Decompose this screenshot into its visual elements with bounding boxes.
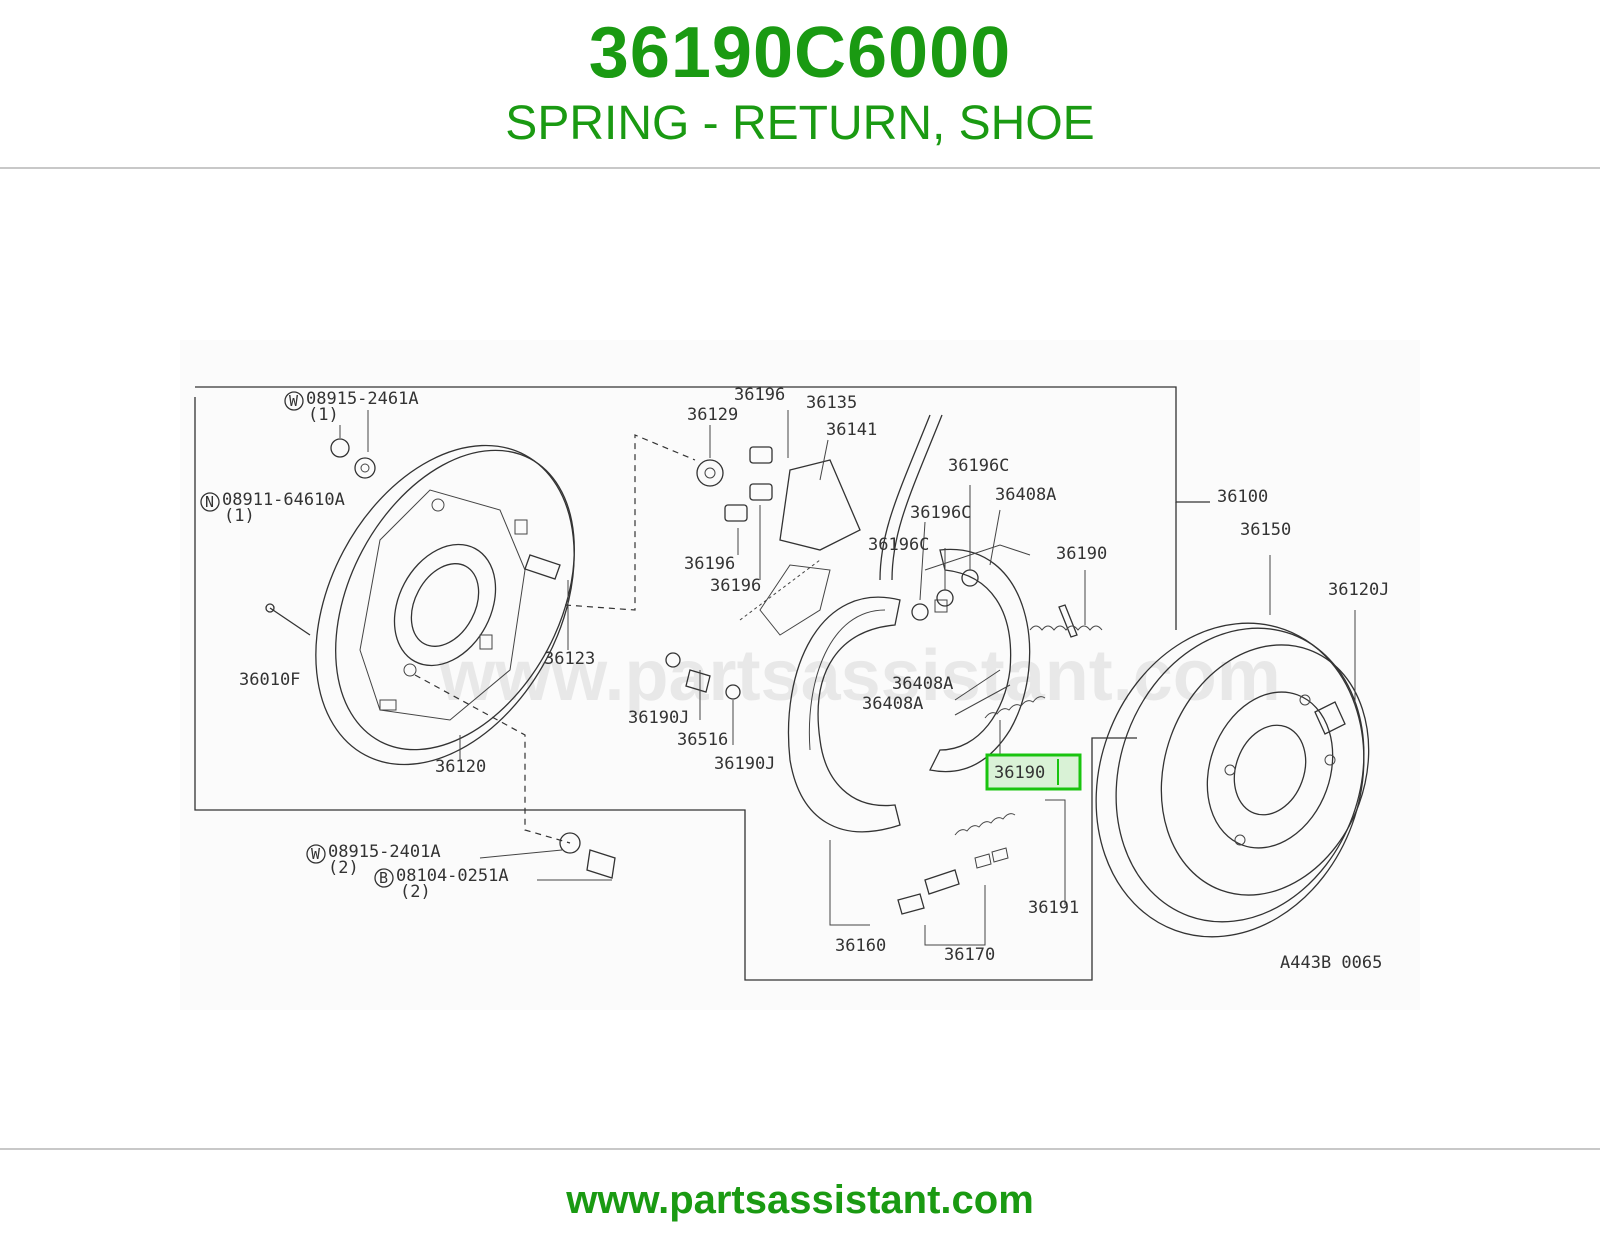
label-36190-top[interactable]: 36190 (1056, 544, 1107, 564)
label-36120[interactable]: 36120 (435, 757, 486, 777)
brake-assembly-drawing: www.partsassistant.com (180, 340, 1420, 1010)
label-36141[interactable]: 36141 (826, 420, 877, 440)
label-08104-0251A[interactable]: 08104-0251A (396, 866, 509, 886)
nut-letter: N (205, 493, 214, 511)
washer-letter-2: W (311, 845, 321, 863)
bolt-symbol (374, 868, 394, 888)
backing-plate-drawing (315, 444, 575, 766)
label-36408A-top[interactable]: 36408A (995, 485, 1056, 505)
footer-divider (0, 1148, 1600, 1150)
hardware-pieces (265, 438, 979, 879)
label-36196-top[interactable]: 36196 (734, 385, 785, 405)
header-divider (0, 167, 1600, 169)
label-36408A-mid[interactable]: 36408A (892, 674, 953, 694)
bolt-letter: B (379, 869, 388, 887)
highlighted-part-label[interactable]: 36190 (994, 763, 1045, 783)
brake-drum-drawing (1095, 622, 1370, 938)
label-36010F[interactable]: 36010F (239, 670, 300, 690)
label-36100[interactable]: 36100 (1217, 487, 1268, 507)
label-36170[interactable]: 36170 (944, 945, 995, 965)
leader-lines (339, 410, 1356, 946)
springs-drawing (897, 604, 1103, 915)
label-36129[interactable]: 36129 (687, 405, 738, 425)
label-36196C-mid[interactable]: 36196C (910, 503, 971, 523)
label-08915-2461A[interactable]: 08915-2461A (306, 389, 419, 409)
label-36150[interactable]: 36150 (1240, 520, 1291, 540)
diagram-background (180, 340, 1420, 1010)
dashed-leader-upper (564, 434, 696, 611)
assembly-outline-top (195, 386, 1210, 503)
label-36516[interactable]: 36516 (677, 730, 728, 750)
label-36135[interactable]: 36135 (806, 393, 857, 413)
label-qty-2b: (2) (400, 882, 431, 902)
label-36190J-right[interactable]: 36190J (714, 754, 775, 774)
highlighted-part-box[interactable] (985, 753, 1082, 791)
assembly-outline-left (194, 397, 1137, 981)
label-36120J[interactable]: 36120J (1328, 580, 1389, 600)
dashed-leader-lower (414, 674, 571, 844)
part-labels: 08915-2461A (1) 08911-64610A (1) 36010F … (222, 385, 1389, 973)
label-36196-mid[interactable]: 36196 (684, 554, 735, 574)
label-36190J-left[interactable]: 36190J (628, 708, 689, 728)
label-36123[interactable]: 36123 (544, 649, 595, 669)
parts-diagram: www.partsassistant.com (180, 340, 1420, 1010)
washer-symbol-1 (284, 391, 304, 411)
label-qty-2a: (2) (328, 858, 359, 878)
watermark-text: www.partsassistant.com (438, 636, 1281, 716)
part-number-title: 36190C6000 (588, 13, 1012, 93)
label-36196-low[interactable]: 36196 (710, 576, 761, 596)
brake-shoes-drawing (787, 544, 1031, 833)
nut-symbol (200, 492, 220, 512)
label-qty-1b: (1) (224, 506, 255, 526)
label-36160[interactable]: 36160 (835, 936, 886, 956)
washer-letter-1: W (289, 392, 299, 410)
label-08911-64610A[interactable]: 08911-64610A (222, 490, 345, 510)
label-36196C-top[interactable]: 36196C (948, 456, 1009, 476)
washer-symbol-2 (306, 844, 326, 864)
drawing-code: A443B 0065 (1280, 953, 1382, 973)
part-description: SPRING - RETURN, SHOE (505, 97, 1095, 150)
label-08915-2401A[interactable]: 08915-2401A (328, 842, 441, 862)
label-36191[interactable]: 36191 (1028, 898, 1079, 918)
label-36196C-low[interactable]: 36196C (868, 535, 929, 555)
label-qty-1a: (1) (308, 405, 339, 425)
page-header: 36190C6000 SPRING - RETURN, SHOE (0, 0, 1600, 168)
footer-website-link[interactable]: www.partsassistant.com (566, 1178, 1034, 1222)
label-36408A-low[interactable]: 36408A (862, 694, 923, 714)
